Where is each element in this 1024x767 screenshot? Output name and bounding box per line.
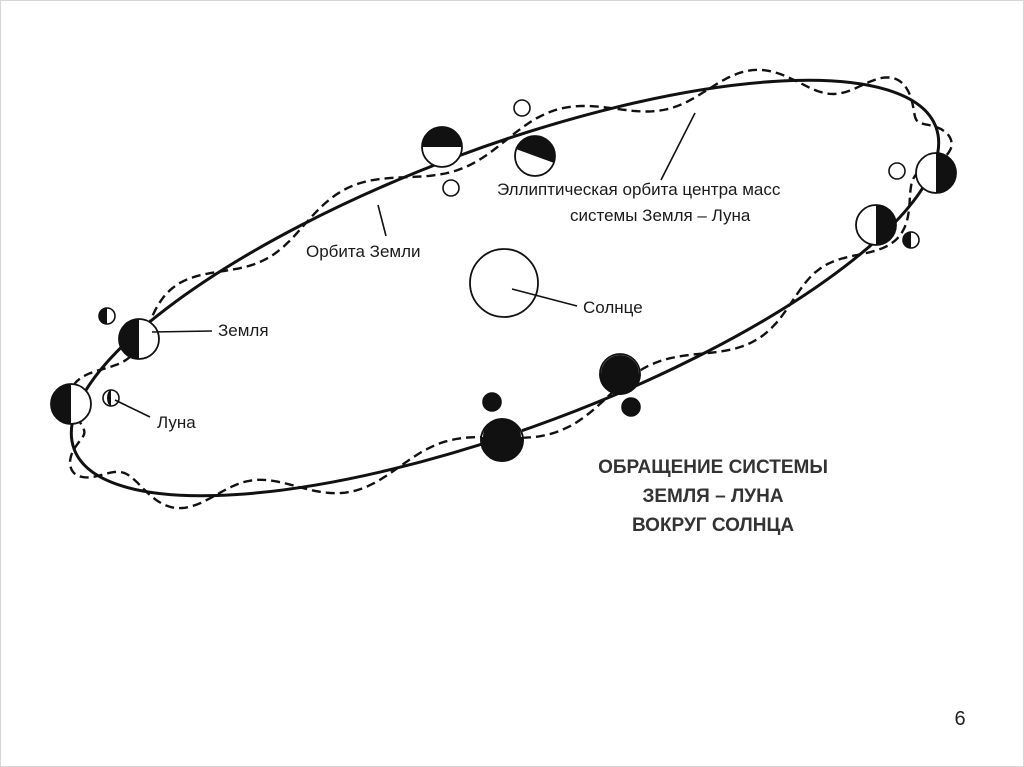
moon-right-1 <box>888 162 906 180</box>
earth-position-bottom-middle <box>480 416 524 462</box>
leader-earth <box>151 330 213 333</box>
earth-position-right <box>855 204 897 246</box>
earth-position-top-middle <box>514 135 556 177</box>
earth-position-far-left <box>50 383 92 425</box>
moon-top-1 <box>513 99 531 117</box>
leader-earth-orbit <box>377 204 387 237</box>
moon-right-2 <box>902 231 920 249</box>
caption-line3: ВОКРУГ СОЛНЦА <box>632 515 794 536</box>
label-ellipse-orbit-line1: Эллиптическая орбита центра масс <box>497 180 781 199</box>
moon-left-top <box>98 307 116 325</box>
page-number: 6 <box>954 708 966 730</box>
moon-left-bottom <box>102 389 120 407</box>
label-earth-orbit: Орбита Земли <box>306 242 421 261</box>
sun-circle <box>469 248 539 318</box>
earth-orbit-dashed-curve <box>68 68 953 510</box>
moon-top-2 <box>442 179 460 197</box>
earth-position-left <box>118 318 160 360</box>
label-sun: Солнце <box>583 298 643 317</box>
leader-ellipse-orbit <box>660 112 696 181</box>
label-ellipse-orbit-line2: системы Земля – Луна <box>570 206 751 225</box>
caption-line1: ОБРАЩЕНИЕ СИСТЕМЫ <box>598 457 828 478</box>
earth-position-top-left <box>421 126 463 168</box>
label-earth: Земля <box>218 321 269 340</box>
leader-moon <box>114 399 151 418</box>
earth-position-bottom-right <box>599 353 641 395</box>
moon-bottom-2 <box>482 392 502 412</box>
caption-line2: ЗЕМЛЯ – ЛУНА <box>642 486 783 507</box>
label-moon: Луна <box>157 413 196 432</box>
moon-bottom-1 <box>621 397 641 417</box>
leader-sun <box>511 288 578 307</box>
earth-position-right-top <box>915 152 957 194</box>
